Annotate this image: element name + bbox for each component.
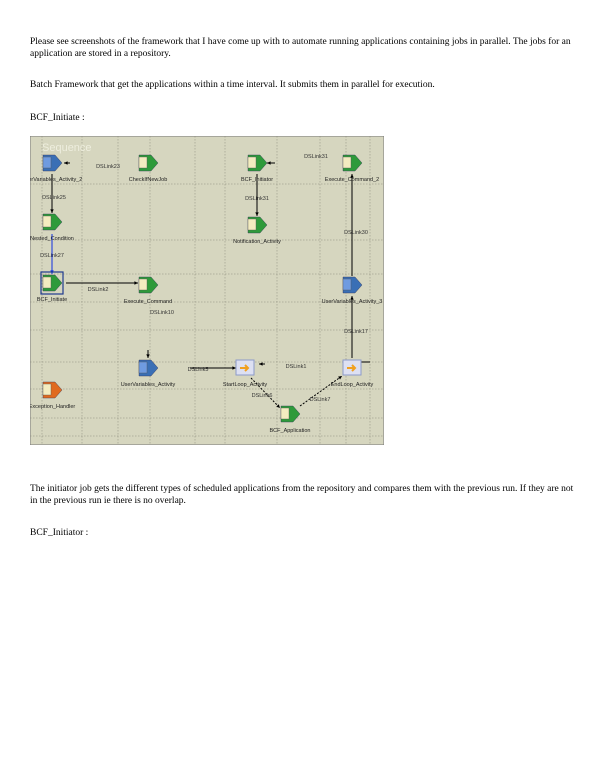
node-endloop-activity[interactable]: EndLoop_Activity (331, 359, 374, 388)
bcf-initiate-heading: BCF_Initiate : (30, 113, 85, 123)
sequence-diagram-screenshot: SequenceUserVariables_Activity_2 CheckIfN… (30, 136, 384, 445)
link-label: DSLink23 (96, 164, 120, 170)
link-label: DSLink7 (310, 397, 331, 403)
node-uservariables-activity-3[interactable]: UserVariables_Activity_3 (322, 276, 383, 305)
arrowhead (146, 354, 150, 358)
intro-paragraph: Please see screenshots of the framework … (30, 37, 571, 59)
link-line[interactable] (299, 375, 343, 407)
node-uservariables-activity-2[interactable]: UserVariables_Activity_2 (30, 154, 82, 183)
node-label: Exception_Handler (30, 404, 75, 410)
arrowhead (50, 209, 54, 213)
node-label: CheckIfNewJob (129, 177, 168, 183)
node-notification-activity[interactable]: Notification_Activity (233, 216, 281, 245)
node-label: UserVariables_Activity (121, 382, 176, 388)
node-label: StartLoop_Activity (223, 382, 268, 388)
node-execute-command[interactable]: Execute_Command (124, 276, 172, 305)
node-label: BCF_Initiate (37, 297, 67, 303)
arrowhead (232, 366, 236, 370)
node-bcf-initiate[interactable]: BCF_Initiate (37, 271, 67, 303)
arrowhead (134, 281, 138, 285)
node-label: EndLoop_Activity (331, 382, 374, 388)
link-label: DSLink27 (40, 253, 64, 259)
link-label: DSLink2 (88, 287, 109, 293)
bcf-initiator-heading: BCF_Initiator : (30, 528, 89, 538)
node-bcf-initiator[interactable]: BCF_Initiator (241, 154, 273, 183)
diagram-canvas (30, 136, 384, 445)
arrowhead (267, 161, 271, 165)
node-label: Execute_Command_2 (325, 177, 379, 183)
link-label: DSLink30 (344, 230, 368, 236)
arrowhead (350, 174, 354, 178)
link-label: DSLink31 (304, 154, 328, 160)
node-label: UserVariables_Activity_2 (30, 177, 82, 183)
arrowhead (276, 404, 280, 408)
link-label: DSLink5 (188, 367, 209, 373)
node-label: UserVariables_Activity_3 (322, 299, 383, 305)
link-label: DSLink10 (150, 310, 174, 316)
link-label: DSLink17 (344, 329, 368, 335)
arrowhead (338, 376, 342, 380)
arrowhead (350, 296, 354, 300)
node-label: BCF_Initiator (241, 177, 273, 183)
node-execute-command-2[interactable]: Execute_Command_2 (325, 154, 379, 183)
arrowhead (64, 161, 68, 165)
link-label: DSLink6 (252, 393, 273, 399)
initiator-paragraph: The initiator job gets the different typ… (30, 484, 574, 506)
node-label: BCF_Application (270, 428, 311, 434)
node-label: Notification_Activity (233, 239, 281, 245)
node-label: Execute_Command (124, 299, 172, 305)
node-uservariables-activity[interactable]: UserVariables_Activity (121, 359, 176, 388)
framework-paragraph: Batch Framework that get the application… (30, 80, 435, 90)
link-label: DSLink25 (42, 195, 66, 201)
node-nested-condition[interactable]: Nested_Condition (30, 213, 74, 242)
arrowhead (255, 212, 259, 216)
node-exception-handler[interactable]: Exception_Handler (30, 381, 75, 410)
arrowhead (259, 362, 263, 366)
node-startloop-activity[interactable]: StartLoop_Activity (223, 359, 268, 388)
node-label: Nested_Condition (30, 236, 74, 242)
link-label: DSLink1 (286, 364, 307, 370)
node-checkifnewjob[interactable]: CheckIfNewJob (129, 154, 168, 183)
node-bcf-application[interactable]: BCF_Application (270, 405, 311, 434)
sequence-watermark: Sequence (42, 142, 92, 154)
link-label: DSLink31 (245, 196, 269, 202)
